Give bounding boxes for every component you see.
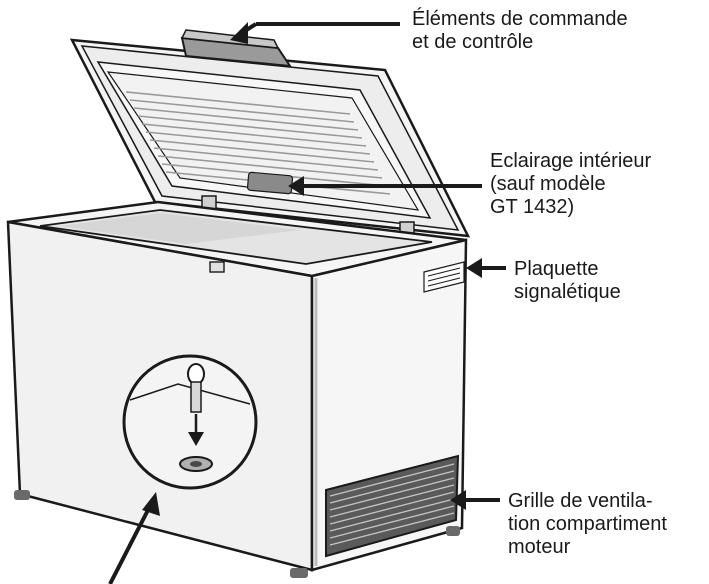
- drain-plug-detail: [122, 354, 258, 490]
- label-nameplate: Plaquette signalétique: [514, 258, 621, 304]
- label-controls-line1: Éléments de commande: [412, 8, 628, 30]
- callout-arrows: [108, 22, 506, 584]
- label-interior-light-line1: Eclairage intérieur: [490, 150, 652, 172]
- label-vent-grille-line1: Grille de ventila-: [508, 490, 653, 512]
- label-vent-grille-line3: moteur: [508, 536, 571, 558]
- label-interior-light: Eclairage intérieur (sauf modèle GT 1432…: [490, 150, 651, 219]
- label-controls-line2: et de contrôle: [412, 31, 534, 53]
- label-interior-light-line2: (sauf modèle: [490, 173, 606, 195]
- ventilation-grille: [325, 454, 460, 558]
- control-panel-handle: [180, 29, 292, 68]
- label-vent-grille: Grille de ventila- tion compartiment mot…: [508, 490, 667, 559]
- nameplate: [423, 261, 465, 293]
- lid-latch: [209, 261, 225, 273]
- label-vent-grille-line2: tion compartiment: [508, 513, 667, 535]
- label-nameplate-line1: Plaquette: [514, 258, 599, 280]
- label-nameplate-line2: signalétique: [514, 281, 621, 303]
- label-interior-light-line3: GT 1432): [490, 196, 575, 218]
- label-controls: Éléments de commande et de contrôle: [412, 8, 628, 54]
- interior-light: [246, 171, 294, 195]
